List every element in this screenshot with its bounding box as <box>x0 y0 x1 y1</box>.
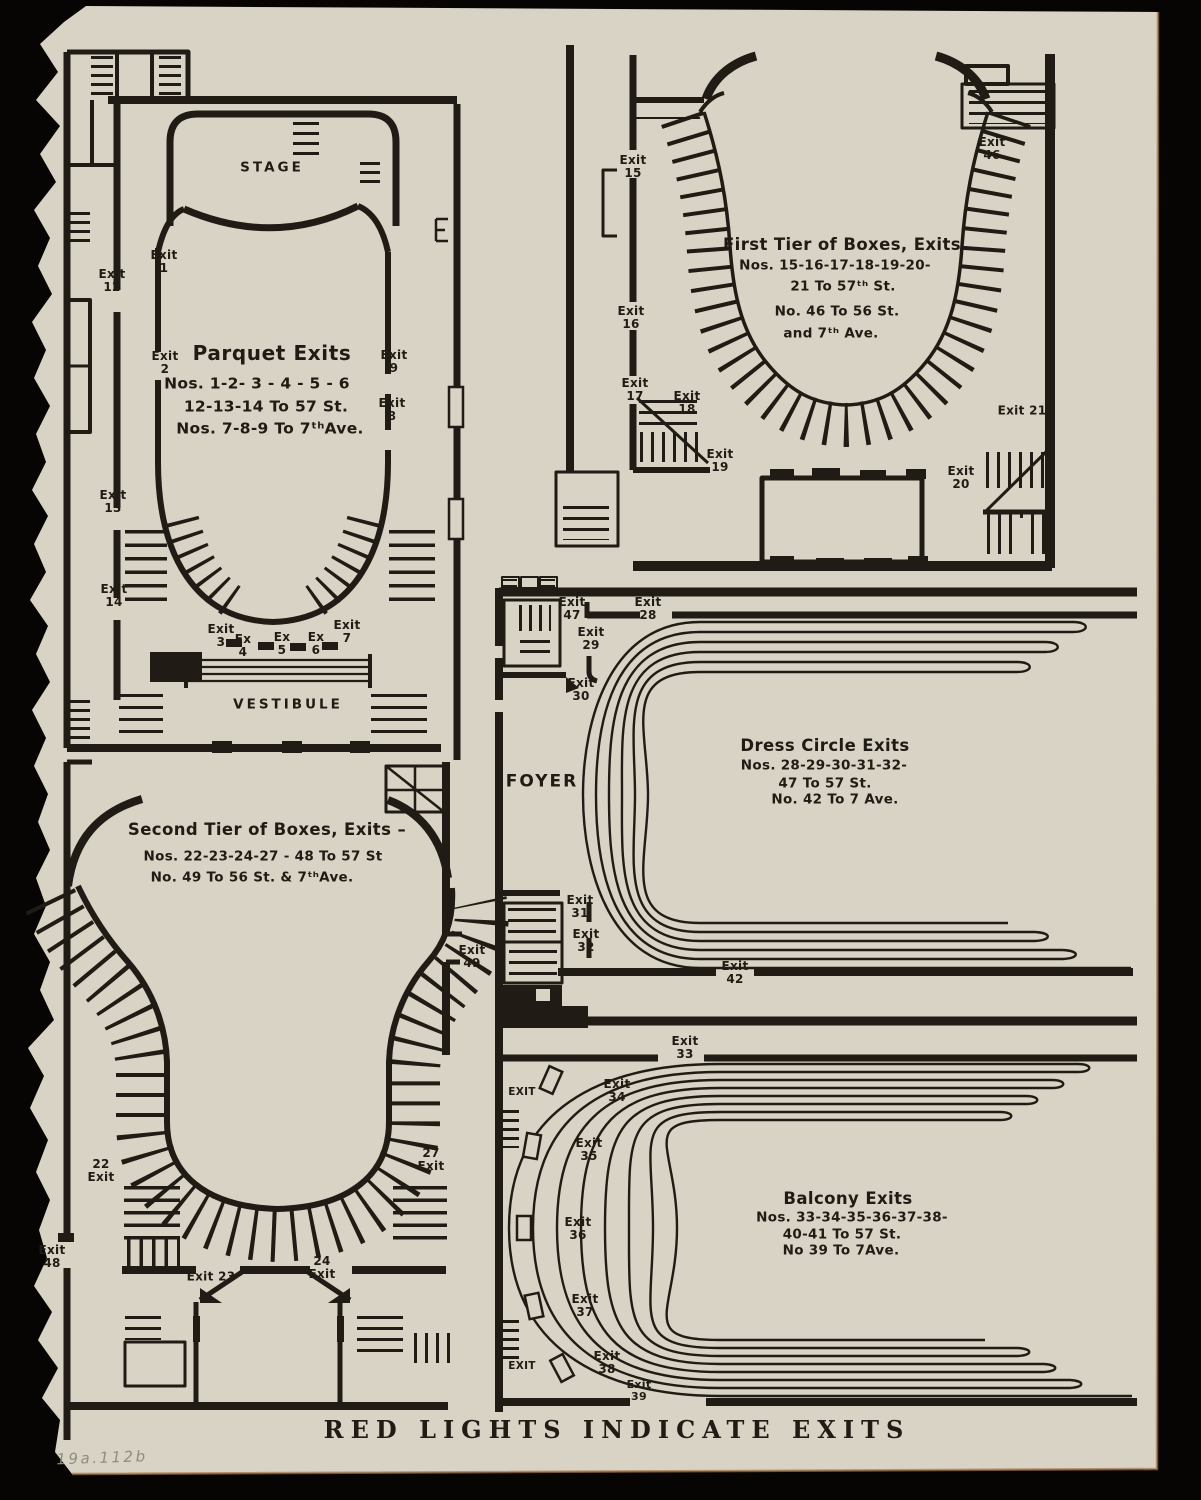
exit-49-label: Exit 49 <box>458 942 486 970</box>
exit-7-label: Exit 7 <box>333 617 361 645</box>
exit-35-label: Exit 35 <box>575 1135 603 1163</box>
exit-22-label: 22 Exit <box>87 1156 115 1184</box>
exit-9-label: Exit 9 <box>380 347 408 375</box>
parquet-line3: Nos. 7-8-9 To 7ᵗʰAve. <box>176 419 364 438</box>
parquet-line2: 12-13-14 To 57 St. <box>183 397 349 416</box>
exit-12-label: Exit 12 <box>98 266 126 294</box>
dress-circle-plan-linework <box>494 576 1137 985</box>
exit-15-label: Exit 15 <box>619 152 647 180</box>
exit-32-label: Exit 32 <box>572 926 600 954</box>
second-tier-line1: Nos. 22-23-24-27 - 48 To 57 St <box>143 848 383 865</box>
balcony-line2: 40-41 To 57 St. <box>782 1226 902 1243</box>
second-tier-title: Second Tier of Boxes, Exits – <box>127 819 407 839</box>
exit-6-label: Ex 6 <box>307 629 325 657</box>
exit-30-label: Exit 30 <box>567 675 595 703</box>
parquet-title: Parquet Exits <box>192 341 352 365</box>
exit-19-label: Exit 19 <box>706 446 734 474</box>
paper-edge-tint <box>71 11 1160 1476</box>
vestibule-label: VESTIBULE <box>233 696 343 713</box>
exit-38-label: Exit 38 <box>593 1348 621 1376</box>
dress-circle-title: Dress Circle Exits <box>740 735 910 755</box>
exit-31-label: Exit 31 <box>566 892 594 920</box>
exit-20-label: Exit 20 <box>947 463 975 491</box>
exit-33-label: Exit 33 <box>671 1033 699 1061</box>
exit-27-label: 27 Exit <box>417 1145 445 1173</box>
exit-14-label: Exit 14 <box>100 581 128 609</box>
paper-sheet <box>28 6 1158 1474</box>
red-lights-caption: RED LIGHTS INDICATE EXITS <box>323 1414 911 1444</box>
exit-2-label: Exit 2 <box>151 348 179 376</box>
exit-13-label: Exit 13 <box>99 487 127 515</box>
dress-circle-line1: Nos. 28-29-30-31-32- <box>740 757 908 774</box>
balcony-line3: No 39 To 7Ave. <box>782 1242 900 1259</box>
handwritten-note: 19a.112b <box>56 1447 148 1469</box>
exit-36-label: Exit 36 <box>564 1214 592 1242</box>
exit-16-label: Exit 16 <box>617 303 645 331</box>
dress-circle-line2: 47 To 57 St. <box>778 775 872 792</box>
parquet-line1: Nos. 1-2- 3 - 4 - 5 - 6 <box>164 374 350 393</box>
exit-28-label: Exit 28 <box>634 594 662 622</box>
exit-8-label: Exit 8 <box>378 395 406 423</box>
exit-4-label: Ex 4 <box>234 631 252 659</box>
foyer-label: FOYER <box>505 771 579 792</box>
first-tier-line1: Nos. 15-16-17-18-19-20- <box>739 257 931 274</box>
exit-39-label: Exit 39 <box>626 1377 652 1403</box>
balcony-title: Balcony Exits <box>783 1188 913 1208</box>
exit-37-label: Exit 37 <box>571 1291 599 1319</box>
first-tier-plan-linework <box>554 45 1056 571</box>
exit-42-label: Exit 42 <box>721 958 749 986</box>
exit-21-label: Exit 21 <box>997 403 1047 418</box>
exit-3-label: Exit 3 <box>207 621 235 649</box>
second-tier-plan-linework <box>25 759 509 1440</box>
balcony-left-lower-exit-label: EXIT <box>508 1360 536 1373</box>
first-tier-line3: No. 46 To 56 St. <box>774 303 900 320</box>
dress-circle-line3: No. 42 To 7 Ave. <box>771 791 899 808</box>
balcony-line1: Nos. 33-34-35-36-37-38- <box>756 1209 948 1226</box>
first-tier-title: First Tier of Boxes, Exits <box>722 234 962 254</box>
exit-47-label: Exit 47 <box>558 594 586 622</box>
exit-46-label: Exit 46 <box>978 134 1006 162</box>
exit-24-label: 24 Exit <box>308 1253 336 1281</box>
exit-18-label: Exit 18 <box>673 388 701 416</box>
first-tier-line2: 21 To 57ᵗʰ St. <box>790 278 896 295</box>
second-tier-line2: No. 49 To 56 St. & 7ᵗʰAve. <box>150 869 354 886</box>
exit-23-label: Exit 23 <box>186 1269 236 1284</box>
balcony-left-upper-exit-label: EXIT <box>508 1086 536 1099</box>
exit-29-label: Exit 29 <box>577 624 605 652</box>
first-tier-line4: and 7ᵗʰ Ave. <box>783 325 879 342</box>
balcony-plan-linework <box>495 985 1137 1412</box>
exit-1-label: Exit 1 <box>150 247 178 275</box>
exit-34-label: Exit 34 <box>603 1076 631 1104</box>
exit-5-label: Ex 5 <box>273 629 291 657</box>
parquet-plan-linework <box>63 49 465 760</box>
balcony-door-markers <box>515 1064 576 1384</box>
stage-label: STAGE <box>240 159 304 176</box>
exit-48-label: Exit 48 <box>38 1242 66 1270</box>
exit-17-label: Exit 17 <box>621 375 649 403</box>
